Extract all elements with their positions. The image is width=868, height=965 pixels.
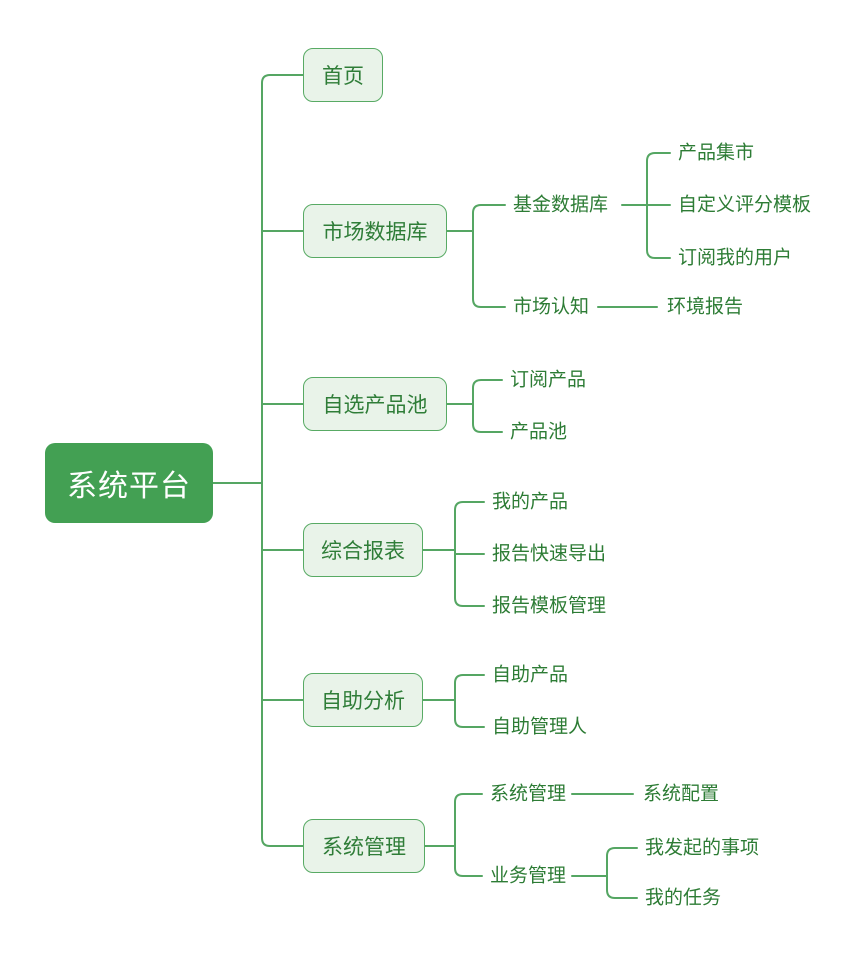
node-comprehensive-reports[interactable]: 综合报表 [303,523,423,577]
connector-system-management-trunk [454,793,483,877]
node-market-database[interactable]: 市场数据库 [303,204,447,258]
node-fund-database[interactable]: 基金数据库 [513,194,609,216]
connector-main-stubs [261,230,304,701]
node-business-management[interactable]: 业务管理 [490,865,567,887]
connector-market-database-trunk [472,204,506,308]
connector-fund-database-trunk [646,152,671,259]
connector-custom-product-pool-trunk [472,379,503,433]
connector-main-trunk [261,74,304,847]
node-my-initiated-items[interactable]: 我发起的事项 [645,837,760,859]
node-system-management-sub[interactable]: 系统管理 [490,783,567,805]
node-my-tasks[interactable]: 我的任务 [645,887,722,909]
node-self-service-products[interactable]: 自助产品 [492,664,569,686]
node-market-cognition[interactable]: 市场认知 [513,296,590,318]
node-system-management[interactable]: 系统管理 [303,819,425,873]
node-root[interactable]: 系统平台 [45,443,213,523]
node-report-template-management[interactable]: 报告模板管理 [492,595,607,617]
node-product-pool[interactable]: 产品池 [510,421,568,443]
node-subscribed-products[interactable]: 订阅产品 [510,369,587,391]
node-self-service-analysis[interactable]: 自助分析 [303,673,423,727]
node-self-service-managers[interactable]: 自助管理人 [492,716,588,738]
node-subscribe-my-users[interactable]: 订阅我的用户 [678,247,793,269]
node-custom-product-pool[interactable]: 自选产品池 [303,377,447,431]
connector-self-service-analysis-trunk [454,674,485,728]
node-environment-report[interactable]: 环境报告 [667,296,744,318]
node-custom-scoring-template[interactable]: 自定义评分模板 [678,194,812,216]
connector-comprehensive-reports-trunk [454,501,485,607]
node-home[interactable]: 首页 [303,48,383,102]
node-my-products[interactable]: 我的产品 [492,491,569,513]
node-product-market[interactable]: 产品集市 [678,142,755,164]
connector-business-management-trunk [606,847,638,899]
node-report-quick-export[interactable]: 报告快速导出 [492,543,607,565]
node-system-configuration[interactable]: 系统配置 [643,783,720,805]
